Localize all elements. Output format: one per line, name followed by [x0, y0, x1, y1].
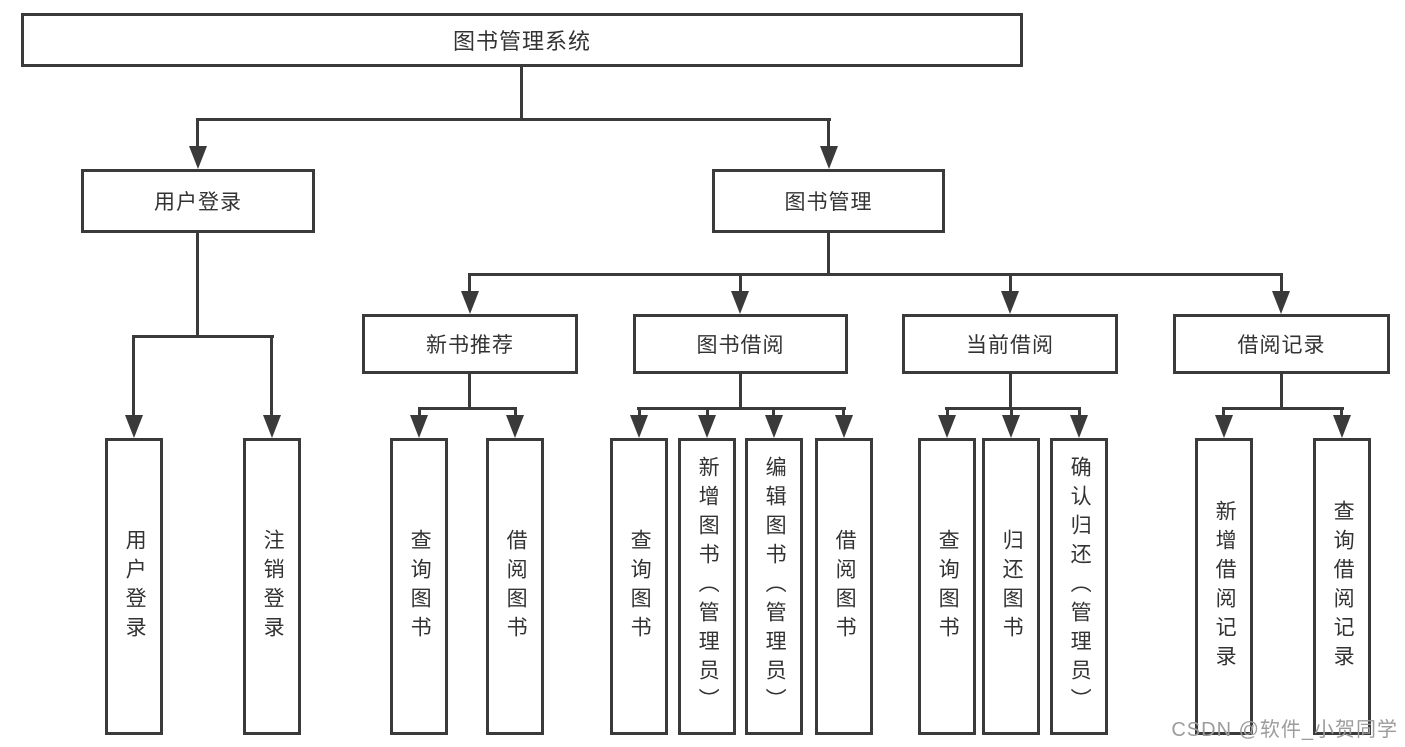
arrowhead-leaf-2	[263, 415, 281, 438]
leaf-label: 查询图书	[408, 528, 432, 645]
connector-l2-drop-right	[827, 118, 830, 148]
connector-drop-leaf-3	[418, 407, 421, 417]
connector-drop-leaf-7	[772, 407, 775, 417]
connector-l3-drop-3	[1009, 273, 1012, 293]
arrowhead-leaf-3	[410, 415, 428, 438]
arrowhead-leaf-9	[938, 415, 956, 438]
leaf-label: 用户登录	[123, 528, 147, 645]
node-current-borrow: 当前借阅	[902, 314, 1118, 374]
arrowhead-leaf-10	[1002, 415, 1020, 438]
node-book-borrow-label: 图书借阅	[696, 334, 785, 357]
connector-borrow-branch	[637, 407, 846, 410]
connector-current-stem	[1009, 374, 1012, 407]
connector-record-branch	[1222, 407, 1344, 410]
connector-drop-leaf-11	[1078, 407, 1081, 417]
connector-user-login-stem	[196, 233, 199, 335]
leaf-label: 编辑图书（管理员）	[763, 456, 787, 717]
connector-root-stem	[520, 67, 523, 118]
leaf-label: 新增借阅记录	[1213, 499, 1237, 674]
leaf-user-login: 用户登录	[105, 438, 163, 735]
connector-l2-branch	[196, 118, 831, 121]
arrowhead-leaf-12	[1215, 415, 1233, 438]
arrowhead-leaf-8	[835, 415, 853, 438]
leaf-edit-book-admin: 编辑图书（管理员）	[745, 438, 803, 735]
leaf-label: 查询图书	[936, 528, 960, 645]
connector-drop-leaf-9	[946, 407, 949, 417]
leaf-add-book-admin: 新增图书（管理员）	[678, 438, 736, 735]
leaf-label: 归还图书	[1000, 528, 1024, 645]
leaf-label: 注销登录	[261, 528, 285, 645]
arrowhead-new-book-recommend	[461, 291, 479, 314]
connector-l3-drop-4	[1280, 273, 1283, 293]
leaf-label: 查询借阅记录	[1331, 499, 1355, 674]
connector-recommend-stem	[468, 374, 471, 407]
connector-book-mgmt-stem	[827, 233, 830, 273]
leaf-confirm-return-admin: 确认归还（管理员）	[1050, 438, 1108, 735]
arrowhead-leaf-4	[506, 415, 524, 438]
connector-drop-leaf-4	[514, 407, 517, 417]
leaf-borrow-book-1: 借阅图书	[486, 438, 544, 735]
arrowhead-leaf-7	[765, 415, 783, 438]
connector-drop-leaf-10	[1010, 407, 1013, 417]
leaf-label: 借阅图书	[504, 528, 528, 645]
csdn-watermark: CSDN @软件_小贺同学	[1171, 719, 1398, 741]
node-current-borrow-label: 当前借阅	[966, 334, 1054, 357]
connector-drop-leaf-1	[132, 335, 135, 415]
leaf-label: 借阅图书	[833, 528, 857, 645]
arrowhead-user-login	[189, 146, 207, 169]
arrowhead-leaf-13	[1333, 415, 1351, 438]
arrowhead-book-borrow	[731, 291, 749, 314]
connector-l2-drop-left	[196, 118, 199, 148]
arrowhead-leaf-6	[698, 415, 716, 438]
leaf-label: 新增图书（管理员）	[696, 456, 720, 717]
connector-l3-drop-1	[468, 273, 471, 293]
connector-drop-leaf-5	[638, 407, 641, 417]
node-book-mgmt: 图书管理	[712, 169, 945, 233]
connector-user-login-branch	[132, 335, 274, 338]
node-user-login-label: 用户登录	[154, 191, 242, 214]
leaf-label: 确认归还（管理员）	[1068, 456, 1092, 717]
arrowhead-leaf-1	[125, 415, 143, 438]
leaf-label: 查询图书	[628, 528, 652, 645]
connector-drop-leaf-2	[270, 335, 273, 415]
node-book-mgmt-label: 图书管理	[784, 191, 873, 214]
connector-l3-drop-2	[739, 273, 742, 293]
leaf-logout: 注销登录	[243, 438, 301, 735]
leaf-return-book: 归还图书	[982, 438, 1040, 735]
connector-l3-branch	[468, 273, 1283, 276]
connector-borrow-stem	[739, 374, 742, 407]
arrowhead-book-mgmt	[820, 146, 838, 169]
node-book-borrow: 图书借阅	[633, 314, 848, 374]
connector-drop-leaf-12	[1222, 407, 1225, 417]
node-root-label: 图书管理系统	[452, 29, 591, 54]
leaf-query-book-3: 查询图书	[918, 438, 976, 735]
node-new-book-recommend-label: 新书推荐	[426, 334, 514, 357]
node-root: 图书管理系统	[21, 13, 1023, 67]
arrowhead-leaf-11	[1070, 415, 1088, 438]
arrowhead-borrow-record	[1272, 291, 1290, 314]
connector-drop-leaf-6	[706, 407, 709, 417]
leaf-borrow-book-2: 借阅图书	[815, 438, 873, 735]
connector-current-branch	[945, 407, 1081, 410]
leaf-query-borrow-record: 查询借阅记录	[1313, 438, 1371, 735]
arrowhead-current-borrow	[1001, 291, 1019, 314]
leaf-add-borrow-record: 新增借阅记录	[1195, 438, 1253, 735]
arrowhead-leaf-5	[630, 415, 648, 438]
connector-drop-leaf-13	[1340, 407, 1343, 417]
connector-record-stem	[1280, 374, 1283, 407]
leaf-query-book-1: 查询图书	[390, 438, 448, 735]
leaf-query-book-2: 查询图书	[610, 438, 668, 735]
node-new-book-recommend: 新书推荐	[362, 314, 578, 374]
node-borrow-record: 借阅记录	[1173, 314, 1390, 374]
node-user-login: 用户登录	[81, 169, 315, 233]
connector-drop-leaf-8	[842, 407, 845, 417]
connector-recommend-branch	[418, 407, 517, 410]
node-borrow-record-label: 借阅记录	[1237, 334, 1326, 357]
